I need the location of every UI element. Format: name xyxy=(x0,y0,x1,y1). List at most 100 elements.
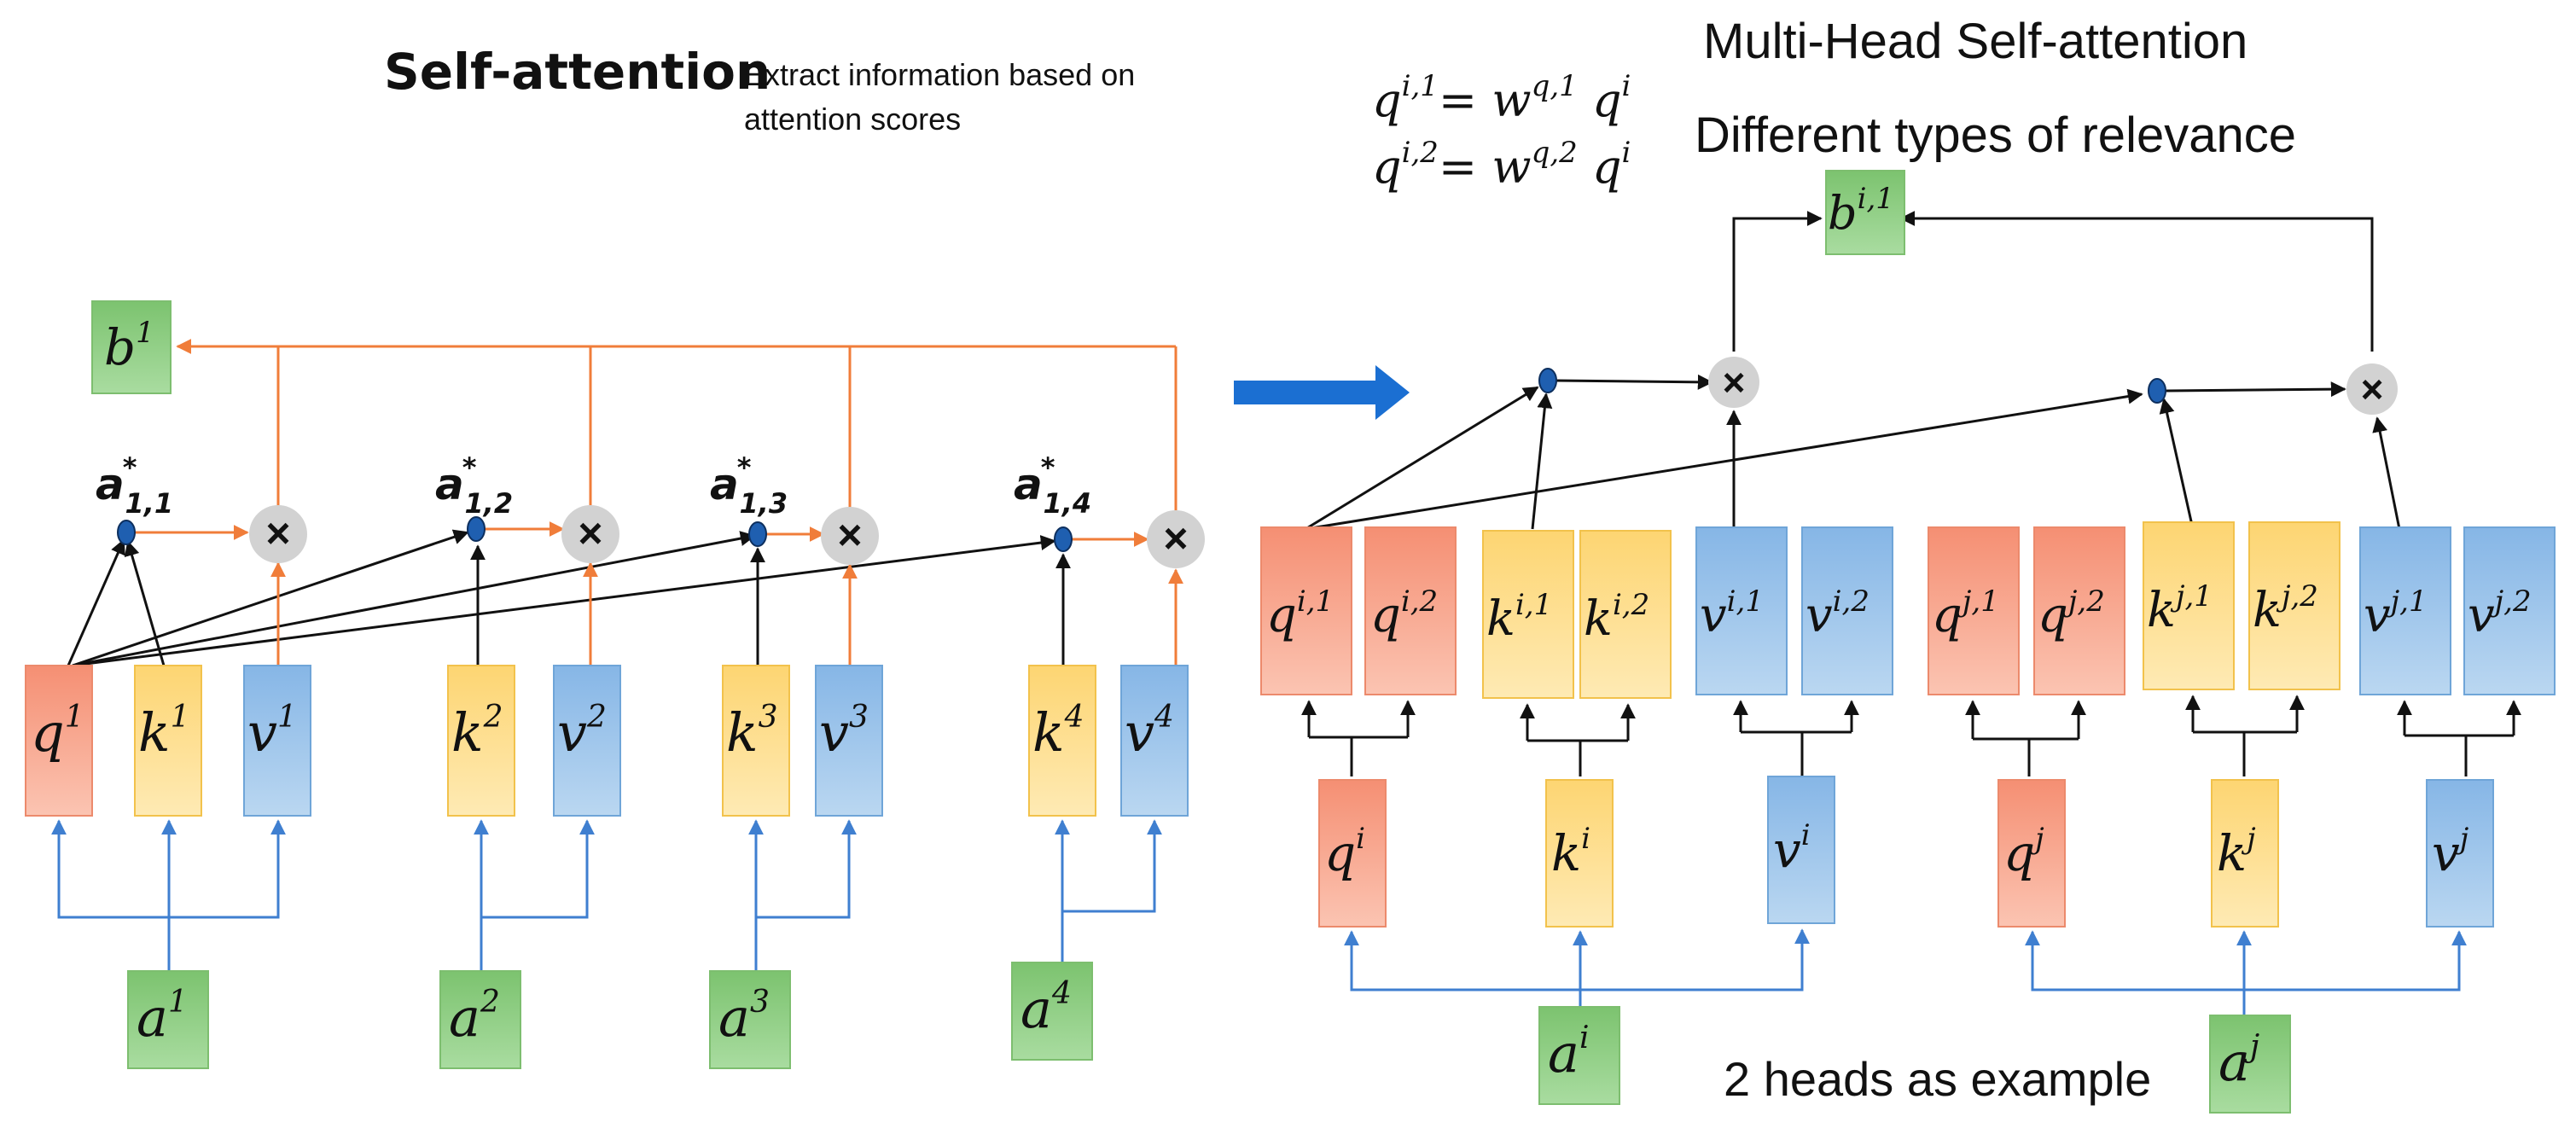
attention-score-labels: a*1,1 a*1,2 a*1,3 a*1,4 xyxy=(96,451,1091,520)
vector-v3: v3 xyxy=(815,665,883,817)
svg-text:kj,1: kj,1 xyxy=(2147,579,2213,638)
head-score-dot-j xyxy=(2148,378,2166,404)
left-title: Self-attention xyxy=(384,43,770,101)
vector-vj: vj xyxy=(2426,779,2494,928)
svg-text:kj: kj xyxy=(2217,822,2256,882)
equation-head-2: qi,2= wq,2 qi xyxy=(1372,136,1631,194)
right-vectors: qi ki vi qj kj vj xyxy=(1318,776,2494,928)
input-a2: a2 xyxy=(439,970,521,1069)
vector-qi: qi xyxy=(1318,779,1387,928)
svg-text:kj,2: kj,2 xyxy=(2253,579,2318,638)
vector-kj: kj xyxy=(2211,779,2279,928)
vector-v4: v4 xyxy=(1120,665,1189,817)
svg-text:k1: k1 xyxy=(138,700,189,764)
output-b1-box xyxy=(91,300,172,394)
query-to-score-arrows xyxy=(67,529,1071,667)
svg-text:k3: k3 xyxy=(726,700,777,764)
svg-text:ki,1: ki,1 xyxy=(1486,588,1552,647)
transition-arrow-icon xyxy=(1234,365,1410,420)
multiply-node-2: × xyxy=(561,505,619,563)
svg-text:qi: qi xyxy=(1324,822,1365,882)
svg-text:a2: a2 xyxy=(449,985,500,1049)
svg-text:v3: v3 xyxy=(819,700,869,764)
vector-k4: k4 xyxy=(1028,665,1096,817)
multiply-node-right-2: × xyxy=(2346,363,2398,415)
head-v-i2: vi,2 xyxy=(1801,526,1893,695)
head-q-j2: qj,2 xyxy=(2033,526,2125,695)
vector-qj: qj xyxy=(1997,779,2066,928)
left-caption-line2: attention scores xyxy=(744,102,961,137)
attention-score-dots xyxy=(117,516,1073,552)
score-dot-2 xyxy=(467,516,486,542)
svg-text:ai: ai xyxy=(1548,1021,1589,1085)
score-dot-1 xyxy=(117,520,136,545)
svg-text:a1: a1 xyxy=(137,985,188,1049)
head-k-j1: kj,1 xyxy=(2143,521,2235,690)
multiply-node-4: × xyxy=(1147,510,1205,568)
svg-text:a4: a4 xyxy=(1021,976,1072,1040)
right-subtitle: Different types of relevance xyxy=(1695,108,2296,163)
svg-text:v1: v1 xyxy=(247,700,297,764)
svg-text:ki,2: ki,2 xyxy=(1584,588,1649,647)
score-dot-4 xyxy=(1054,526,1073,552)
svg-text:×: × xyxy=(1723,360,1746,404)
head-k-i2: ki,2 xyxy=(1579,530,1672,699)
head-q-i2: qi,2 xyxy=(1364,526,1457,695)
vector-v2: v2 xyxy=(553,665,621,817)
output-bi1: bi,1 xyxy=(1825,170,1905,255)
right-title: Multi-Head Self-attention xyxy=(1703,14,2247,69)
head-q-j1: qj,1 xyxy=(1928,526,2020,695)
svg-text:vj: vj xyxy=(2432,822,2469,882)
head-vectors: qi,1 qi,2 ki,1 ki,2 vi,1 vi,2 qj,1 qj,2 … xyxy=(1260,521,2556,699)
score-label-3: a*1,3 xyxy=(710,451,788,520)
right-footer: 2 heads as example xyxy=(1724,1052,2151,1106)
right-attention-arrows xyxy=(1305,374,2401,531)
svg-text:vi: vi xyxy=(1773,818,1811,879)
svg-text:k4: k4 xyxy=(1032,700,1084,764)
svg-text:q1: q1 xyxy=(31,700,84,764)
head-v-j2: vj,2 xyxy=(2463,526,2556,695)
svg-text:×: × xyxy=(837,511,862,559)
svg-text:ki: ki xyxy=(1551,822,1590,882)
vector-ki: ki xyxy=(1545,779,1614,928)
output-bus xyxy=(176,339,1178,515)
vector-v1: v1 xyxy=(243,665,311,817)
svg-text:vj,2: vj,2 xyxy=(2468,584,2532,643)
svg-text:v2: v2 xyxy=(557,700,607,764)
left-inputs: a1 a2 a3 a4 xyxy=(127,962,1093,1069)
input-a3: a3 xyxy=(709,970,791,1069)
output-b1-label: b1 xyxy=(104,316,154,376)
vector-q1: q1 xyxy=(25,665,93,817)
svg-text:v4: v4 xyxy=(1125,700,1174,764)
svg-text:qj: qj xyxy=(2003,822,2044,882)
svg-text:vi,2: vi,2 xyxy=(1806,584,1869,643)
score-label-2: a*1,2 xyxy=(435,451,513,520)
vector-k2: k2 xyxy=(447,665,515,817)
svg-text:×: × xyxy=(1163,515,1188,562)
svg-text:vi,1: vi,1 xyxy=(1700,584,1764,643)
multiply-node-1: × xyxy=(249,505,307,563)
svg-text:qi,1: qi,1 xyxy=(1266,584,1334,643)
svg-text:aj: aj xyxy=(2218,1029,2259,1093)
score-to-multiply-arrows xyxy=(135,521,1183,666)
input-a1: a1 xyxy=(127,970,209,1069)
right-output-arrows xyxy=(1732,211,2374,352)
head-score-dot-i xyxy=(1538,368,1557,393)
svg-text:k2: k2 xyxy=(451,700,503,764)
svg-text:qi,2: qi,2 xyxy=(1370,584,1438,643)
head-k-j2: kj,2 xyxy=(2248,521,2340,690)
score-dot-3 xyxy=(748,521,767,547)
vector-k3: k3 xyxy=(722,665,790,817)
svg-text:vj,1: vj,1 xyxy=(2364,584,2428,643)
svg-text:qj,2: qj,2 xyxy=(2038,584,2105,643)
input-a4: a4 xyxy=(1011,962,1093,1061)
left-vectors: q1 k1 v1 k2 v2 k3 v3 k4 v4 xyxy=(25,665,1189,817)
svg-text:a3: a3 xyxy=(718,985,770,1049)
head-k-i1: ki,1 xyxy=(1482,530,1574,699)
multiply-nodes-left: × × × × xyxy=(249,505,1205,568)
head-v-j1: vj,1 xyxy=(2359,526,2451,695)
score-label-4: a*1,4 xyxy=(1014,451,1091,520)
score-label-1: a*1,1 xyxy=(96,451,173,520)
head-q-i1: qi,1 xyxy=(1260,526,1352,695)
